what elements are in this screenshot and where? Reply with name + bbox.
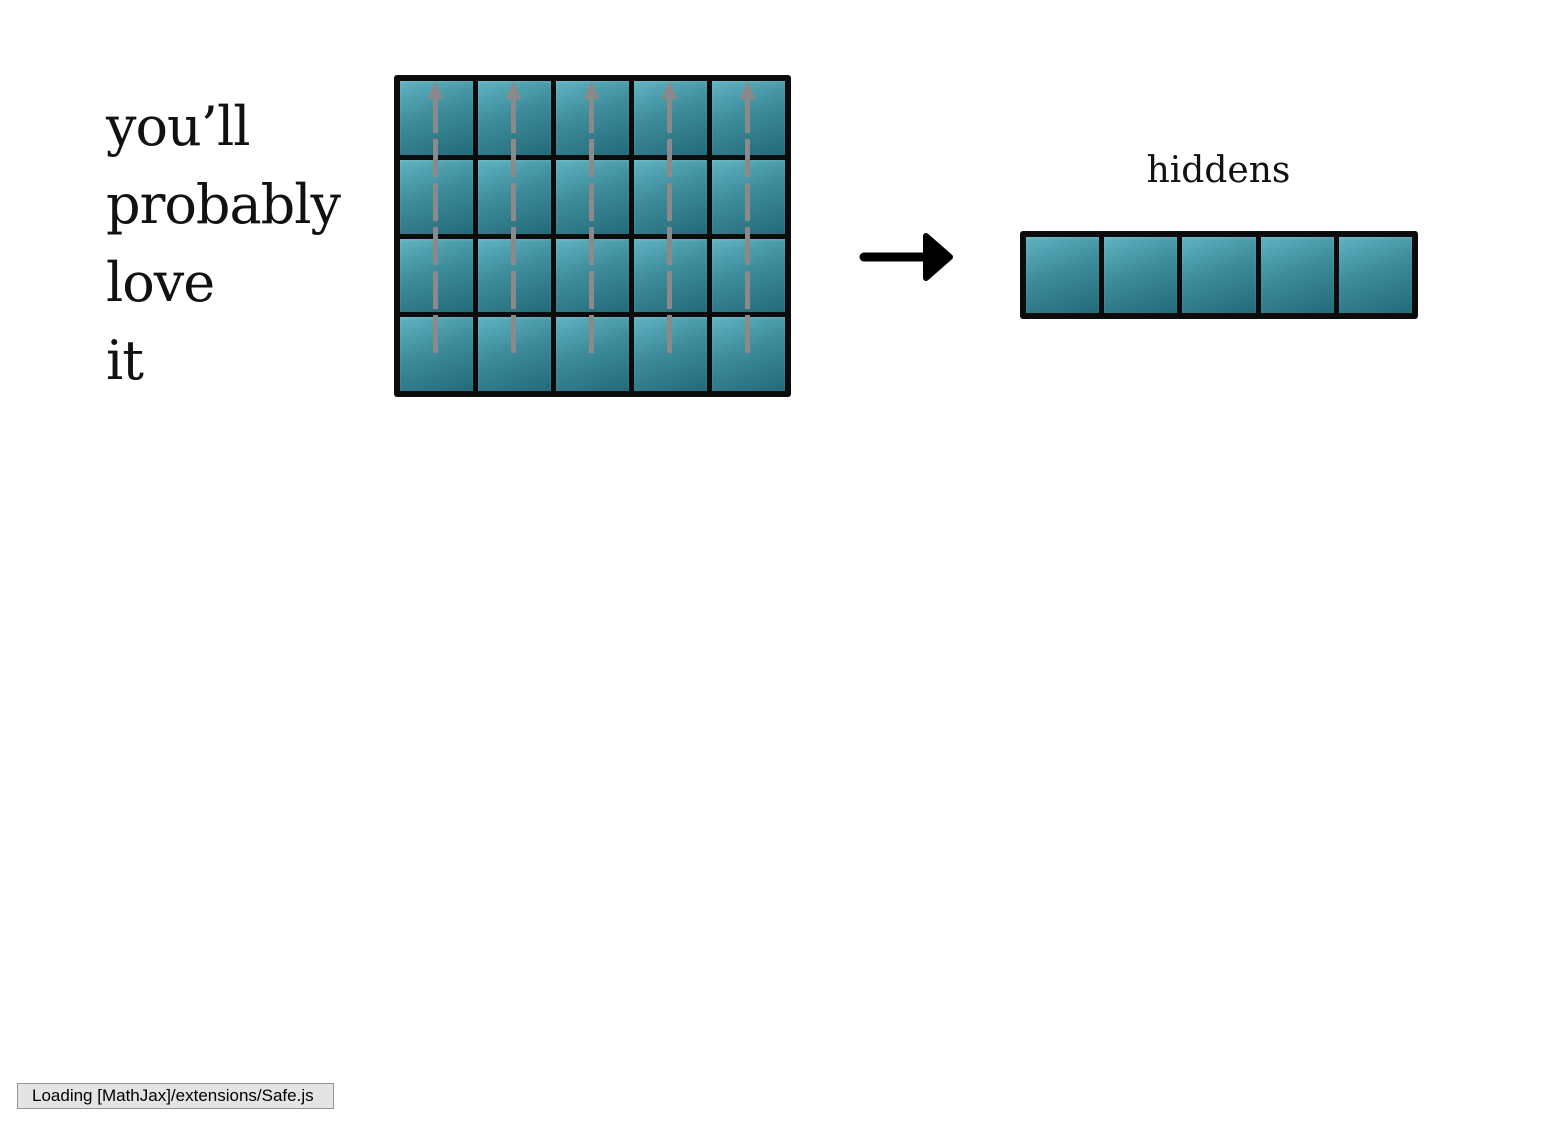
- hidden-cell: [1338, 237, 1412, 313]
- hidden-state-vector: [1020, 231, 1418, 319]
- matrix-cell: [634, 159, 707, 234]
- hidden-cell: [1260, 237, 1334, 313]
- mathjax-loading-status: Loading [MathJax]/extensions/Safe.js: [17, 1083, 334, 1109]
- matrix-cell: [400, 159, 473, 234]
- matrix-cell: [478, 81, 551, 155]
- matrix-cell: [556, 81, 629, 155]
- matrix-cell: [478, 159, 551, 234]
- word-label: it: [106, 329, 144, 392]
- hidden-cell: [1182, 237, 1256, 313]
- matrix-cell: [712, 81, 785, 155]
- matrix-cell: [634, 238, 707, 313]
- matrix-cell: [634, 317, 707, 391]
- matrix-cell: [556, 159, 629, 234]
- word-label: you’ll: [106, 95, 251, 158]
- matrix-cell: [712, 238, 785, 313]
- matrix-cell: [478, 238, 551, 313]
- matrix-cell: [400, 81, 473, 155]
- word-embedding-matrix: [394, 75, 791, 397]
- hiddens-label: hiddens: [1146, 150, 1291, 191]
- matrix-cell: [556, 238, 629, 313]
- matrix-cell: [556, 317, 629, 391]
- right-arrow-icon: [859, 233, 953, 281]
- word-label: love: [106, 251, 215, 314]
- matrix-cell: [400, 317, 473, 391]
- hidden-cell: [1104, 237, 1178, 313]
- matrix-cell: [712, 159, 785, 234]
- matrix-cell: [400, 238, 473, 313]
- matrix-cell: [478, 317, 551, 391]
- matrix-cell: [712, 317, 785, 391]
- hidden-cell: [1026, 237, 1100, 313]
- word-list: you’ll probably love it: [106, 88, 341, 400]
- matrix-cell: [634, 81, 707, 155]
- word-label: probably: [106, 173, 341, 236]
